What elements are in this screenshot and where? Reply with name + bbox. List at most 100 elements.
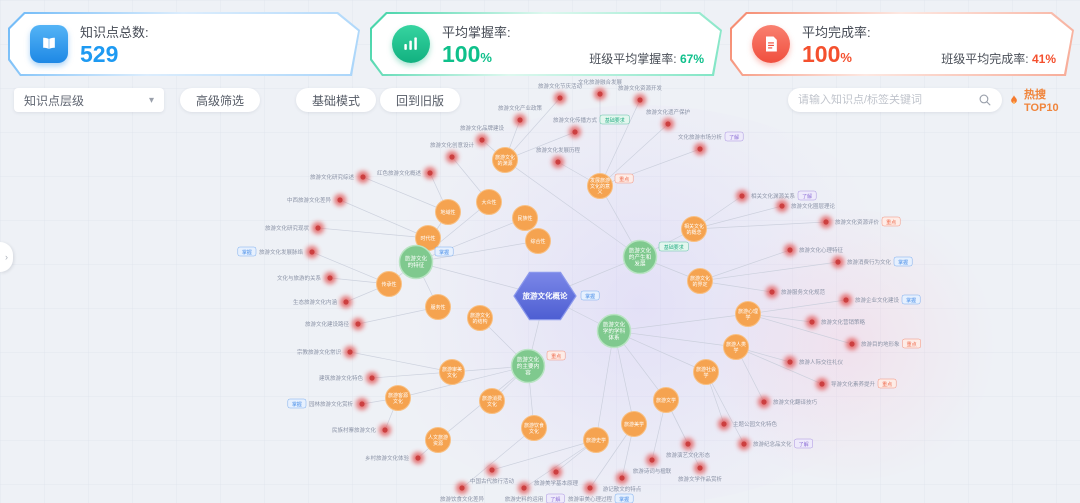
graph-node-label: 旅游文化研究现状 xyxy=(265,224,310,232)
search-icon[interactable] xyxy=(978,93,992,107)
graph-edge xyxy=(461,427,535,489)
graph-node-core xyxy=(587,485,593,491)
graph-edge xyxy=(362,176,449,213)
graph-edge xyxy=(491,439,597,471)
stat-card-completion-rate: 平均完成率: 100% 班级平均完成率: 41% xyxy=(730,12,1074,76)
graph-node[interactable] xyxy=(510,348,546,384)
graph-node-label: 园林旅游文化赏析 xyxy=(309,400,354,408)
node-tag-label: 重点 xyxy=(882,381,892,388)
graph-node[interactable] xyxy=(723,334,749,360)
graph-node[interactable] xyxy=(735,301,761,327)
graph-node[interactable] xyxy=(492,147,518,173)
basic-mode-button[interactable]: 基础模式 xyxy=(296,88,377,112)
node-tag-label: 重点 xyxy=(907,341,917,348)
hot-search-top10[interactable]: 热搜 TOP10 xyxy=(1008,88,1080,114)
graph-node[interactable] xyxy=(681,216,707,242)
node-tag-badge xyxy=(901,294,921,305)
node-tag-label: 掌握 xyxy=(242,249,252,256)
graph-node[interactable] xyxy=(622,239,658,275)
graph-node[interactable] xyxy=(467,305,493,331)
graph-node-label: 旅游纪念品文化 xyxy=(753,440,792,448)
mastery-rate-unit: % xyxy=(480,50,492,65)
graph-node[interactable] xyxy=(596,313,632,349)
level-dropdown[interactable]: 知识点层级 ▾ xyxy=(14,88,164,112)
graph-node-core xyxy=(427,170,433,176)
graph-node-label: 导游文化素养提升 xyxy=(831,380,876,388)
graph-node-label: 旅游消费行为文化 xyxy=(847,258,892,266)
graph-node[interactable] xyxy=(653,387,679,413)
graph-node-core xyxy=(415,455,421,461)
graph-node-core xyxy=(819,381,825,387)
mastery-rate-number: 100 xyxy=(442,41,481,67)
graph-node-core xyxy=(360,174,366,180)
graph-edge xyxy=(595,330,615,441)
node-tag-label: 了解 xyxy=(799,441,809,448)
node-tag-badge xyxy=(794,438,813,449)
node-tag-label: 重点 xyxy=(619,176,629,183)
graph-node-label: 时代性 xyxy=(420,235,435,242)
graph-node-label: 旅游史学 xyxy=(586,437,606,444)
back-to-old-version-button[interactable]: 回到旧版 xyxy=(380,88,461,112)
node-tag-label: 了解 xyxy=(729,134,739,141)
graph-node-core xyxy=(553,469,559,475)
graph-node-label: 建筑旅游文化特色 xyxy=(319,374,364,382)
node-tag-label: 掌握 xyxy=(906,297,916,304)
graph-node-label: 旅游文化圈层理论 xyxy=(791,202,836,210)
graph-node[interactable] xyxy=(621,411,647,437)
graph-edge xyxy=(415,240,539,263)
graph-node[interactable] xyxy=(583,427,609,453)
graph-node[interactable] xyxy=(521,415,547,441)
graph-node-label: 地域性 xyxy=(440,209,455,216)
class-completion-label: 班级平均完成率: xyxy=(941,52,1029,66)
graph-node-core xyxy=(779,203,785,209)
graph-node-label: 游记散文的特点 xyxy=(603,485,642,493)
graph-node-core xyxy=(327,275,333,281)
graph-node-label: 旅游文化资源评价 xyxy=(835,218,880,226)
graph-node[interactable] xyxy=(693,359,719,385)
graph-node[interactable] xyxy=(435,199,461,225)
completion-rate-label: 平均完成率: xyxy=(802,25,871,40)
search-input[interactable] xyxy=(798,94,978,106)
graph-node[interactable] xyxy=(587,173,613,199)
graph-edge xyxy=(357,306,439,325)
graph-node-core xyxy=(382,427,388,433)
graph-node-label: 文化旅游市场分析 xyxy=(678,133,723,141)
advanced-filter-button[interactable]: 高级筛选 xyxy=(180,88,261,112)
graph-node-label: 旅游文化的特征 xyxy=(405,255,428,270)
graph-edge xyxy=(693,205,783,230)
chevron-down-icon: ▾ xyxy=(148,94,154,106)
graph-node[interactable] xyxy=(687,268,713,294)
graph-node-label: 旅游文化发展历程 xyxy=(536,146,581,154)
graph-node[interactable] xyxy=(512,205,538,231)
node-tag-badge xyxy=(797,190,817,201)
graph-node[interactable] xyxy=(476,189,502,215)
graph-node-core xyxy=(315,225,321,231)
graph-edge xyxy=(523,439,597,489)
graph-center-node[interactable] xyxy=(513,271,577,321)
graph-node-label: 文化旅游融合发展 xyxy=(578,78,623,86)
graph-edge xyxy=(504,97,561,161)
graph-node-label: 旅游人类学 xyxy=(726,341,746,354)
node-tag-label: 基础要求 xyxy=(664,244,684,251)
node-tag-badge xyxy=(434,246,454,257)
panel-collapse-arrow[interactable]: › xyxy=(0,242,13,272)
node-tag-badge xyxy=(580,290,600,301)
graph-node[interactable] xyxy=(425,427,451,453)
graph-node[interactable] xyxy=(479,388,505,414)
graph-node-label: 旅游文化遗产保护 xyxy=(646,108,691,116)
graph-node-core xyxy=(809,319,815,325)
graph-node[interactable] xyxy=(376,271,402,297)
hot-search-label: 热搜 TOP10 xyxy=(1024,89,1059,114)
graph-node[interactable] xyxy=(398,244,434,280)
graph-node-core xyxy=(849,341,855,347)
node-tag-badge xyxy=(599,114,630,125)
graph-node[interactable] xyxy=(439,359,465,385)
graph-edge xyxy=(735,346,823,385)
graph-node[interactable] xyxy=(425,294,451,320)
graph-node[interactable] xyxy=(525,228,551,254)
completion-rate-number: 100 xyxy=(802,41,841,67)
graph-node-label: 旅游文化心理特征 xyxy=(799,246,844,254)
graph-node[interactable] xyxy=(385,385,411,411)
graph-node-label: 旅游文化的界定 xyxy=(690,275,710,288)
